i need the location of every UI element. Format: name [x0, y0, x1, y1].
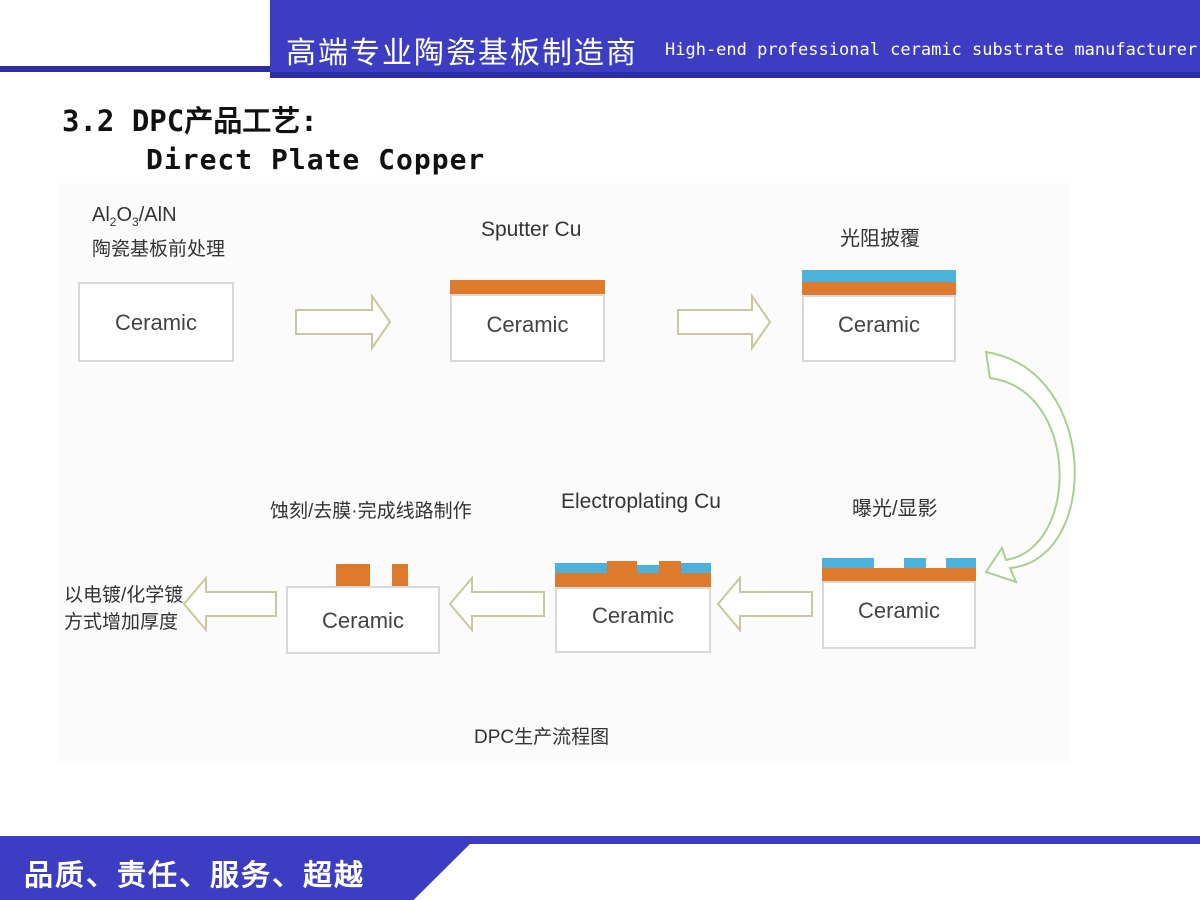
copper-trace-a — [336, 564, 370, 586]
header-title-en: High-end professional ceramic substrate … — [665, 40, 1198, 60]
right-arrow-1 — [295, 292, 392, 352]
ceramic-box-step5 — [555, 587, 711, 653]
step3-label: 光阻披覆 — [840, 228, 920, 250]
photoresist-step5-b — [637, 565, 659, 573]
photoresist-step5-c — [681, 563, 711, 573]
ceramic-label-step1: Ceramic — [115, 310, 197, 335]
ceramic-box-step4 — [822, 581, 976, 649]
photoresist-layer-step3 — [802, 270, 956, 282]
left-arrow-2 — [448, 575, 545, 633]
photoresist-pattern-b — [904, 558, 926, 568]
diagram-caption: DPC生产流程图 — [474, 727, 610, 748]
step4-label: 曝光/显影 — [852, 498, 938, 520]
final-note-line1: 以电镀/化学镀 — [64, 585, 184, 606]
step2-label: Sputter Cu — [481, 218, 582, 241]
footer-bar — [0, 836, 1200, 844]
header-underline — [0, 66, 270, 72]
section-heading: 3.2 DPC产品工艺: — [62, 104, 318, 138]
ceramic-label-step4: Ceramic — [858, 598, 940, 623]
ceramic-label-step6: Ceramic — [322, 608, 404, 633]
photoresist-pattern-c — [946, 558, 976, 568]
curved-arrow — [984, 350, 1076, 584]
right-arrow-2 — [677, 292, 772, 352]
photoresist-pattern-a — [822, 558, 874, 568]
copper-layer-step2 — [450, 280, 605, 294]
step6-label: 蚀刻/去膜·完成线路制作 — [270, 501, 472, 522]
section-subheading: Direct Plate Copper — [146, 143, 486, 175]
ceramic-box-step2 — [450, 294, 605, 362]
step1-label: Al2O3/AlN — [92, 204, 177, 229]
copper-layer-step4 — [822, 568, 976, 581]
header-title-cn: 高端专业陶瓷基板制造商 — [286, 36, 638, 71]
ceramic-label-step2: Ceramic — [486, 312, 569, 337]
ceramic-box-step3 — [802, 295, 956, 362]
step1-label-cn: 陶瓷基板前处理 — [92, 239, 226, 260]
ceramic-label-step3: Ceramic — [838, 312, 920, 337]
ceramic-label-step5: Ceramic — [592, 603, 674, 628]
header-banner: 高端专业陶瓷基板制造商 High-end professional cerami… — [270, 0, 1200, 78]
step5-label: Electroplating Cu — [561, 490, 721, 513]
copper-layer-step3 — [802, 282, 956, 295]
footer-slogan: 品质、责任、服务、超越 — [24, 858, 366, 892]
ceramic-box-step6 — [286, 586, 440, 654]
final-note-line2: 方式增加厚度 — [64, 612, 179, 633]
copper-trace-b — [392, 564, 408, 586]
photoresist-step5-a — [555, 563, 607, 573]
left-arrow-3 — [182, 575, 277, 633]
plated-copper-step5-b — [659, 561, 681, 573]
ceramic-box-step1 — [78, 282, 234, 362]
plated-copper-step5-a — [607, 561, 637, 573]
footer-slogan-block — [0, 844, 470, 900]
left-arrow-1 — [716, 575, 813, 633]
copper-layer-step5 — [555, 573, 711, 587]
